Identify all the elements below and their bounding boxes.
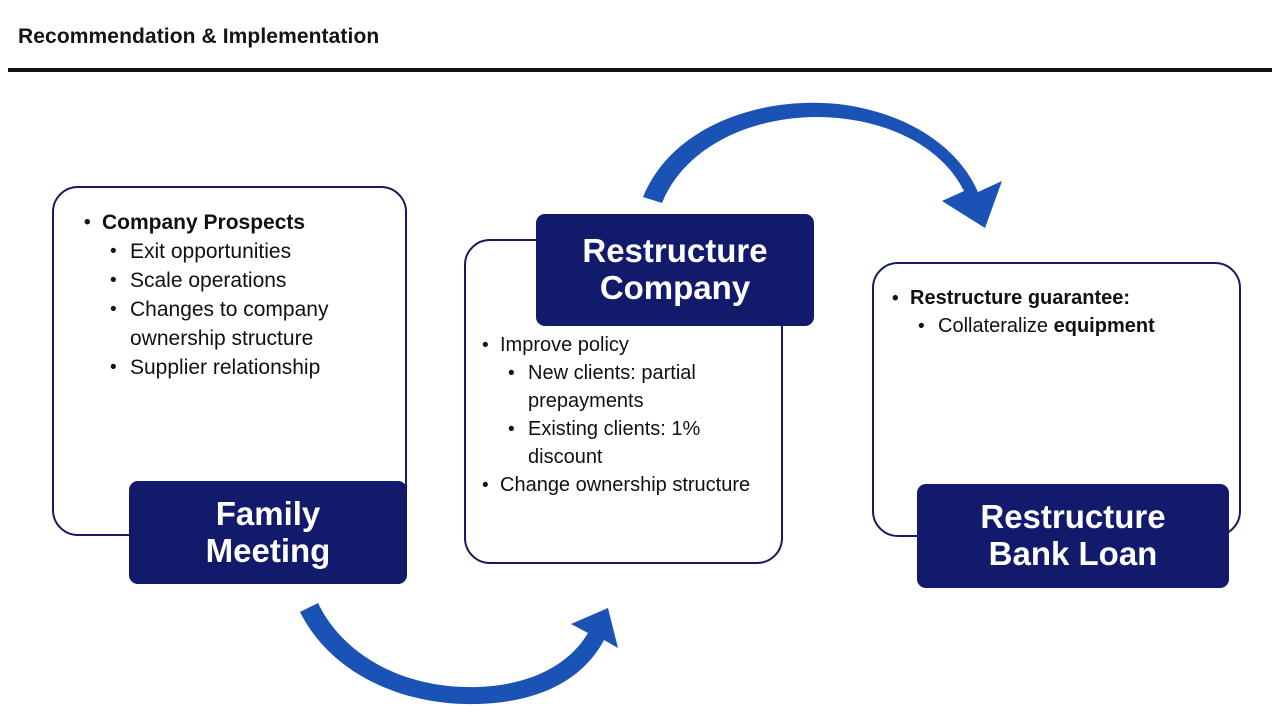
list-item: Change ownership structure [474, 471, 769, 499]
badge-line-1: Restructure [582, 232, 768, 270]
arc-arrow-top [643, 102, 1002, 228]
badge-line-1: Restructure [980, 498, 1166, 536]
badge-line-2: Bank Loan [988, 535, 1158, 572]
badge-line-2: Company [599, 269, 751, 306]
list-item: Collateralize equipment [910, 312, 1231, 341]
badge-restructure-bank-loan[interactable]: Restructure Bank Loan [917, 484, 1229, 588]
list-item-label: Collateralize [938, 315, 1054, 337]
badge-restructure-company[interactable]: Restructure Company [536, 214, 814, 326]
list-item-label: Company Prospects [102, 211, 305, 234]
list-item: Restructure guarantee: Collateralize equ… [884, 284, 1231, 341]
title-divider [8, 68, 1272, 72]
badge-family-meeting[interactable]: Family Meeting [129, 481, 407, 584]
slide-header: Recommendation & Implementation [0, 0, 1280, 72]
bullet-list-level-1: Company Prospects Exit opportunities Sca… [76, 208, 395, 382]
badge-line-1: Family [215, 494, 321, 532]
list-item: Exit opportunities [102, 237, 395, 266]
bullet-list-level-2: New clients: partial prepayments Existin… [500, 359, 769, 471]
page-title: Recommendation & Implementation [18, 25, 380, 48]
bullet-list-level-2: Collateralize equipment [910, 312, 1231, 341]
bank-list: Restructure guarantee: Collateralize equ… [884, 284, 1231, 341]
list-item: Improve policy New clients: partial prep… [474, 331, 769, 471]
list-item-emphasis: equipment [1053, 315, 1155, 337]
bullet-list-level-2: Exit opportunities Scale operations Chan… [102, 237, 395, 382]
list-item-label: Restructure guarantee: [910, 287, 1130, 309]
list-item-label: Change ownership structure [500, 474, 750, 496]
badge-line-2: Meeting [205, 531, 331, 569]
bullet-list-level-1: Improve policy New clients: partial prep… [474, 331, 769, 499]
list-item: Company Prospects Exit opportunities Sca… [76, 208, 395, 382]
arc-arrow-bottom [300, 603, 618, 705]
list-item-label: Improve policy [500, 334, 629, 356]
list-item: New clients: partial prepayments [500, 359, 769, 415]
restructure-company-list: Improve policy New clients: partial prep… [474, 331, 769, 499]
list-item: Existing clients: 1% discount [500, 415, 769, 471]
prospects-list: Company Prospects Exit opportunities Sca… [76, 208, 395, 382]
list-item: Supplier relationship [102, 353, 395, 382]
bullet-list-level-1: Restructure guarantee: Collateralize equ… [884, 284, 1231, 341]
list-item: Scale operations [102, 266, 395, 295]
list-item: Changes to company ownership structure [102, 295, 395, 353]
